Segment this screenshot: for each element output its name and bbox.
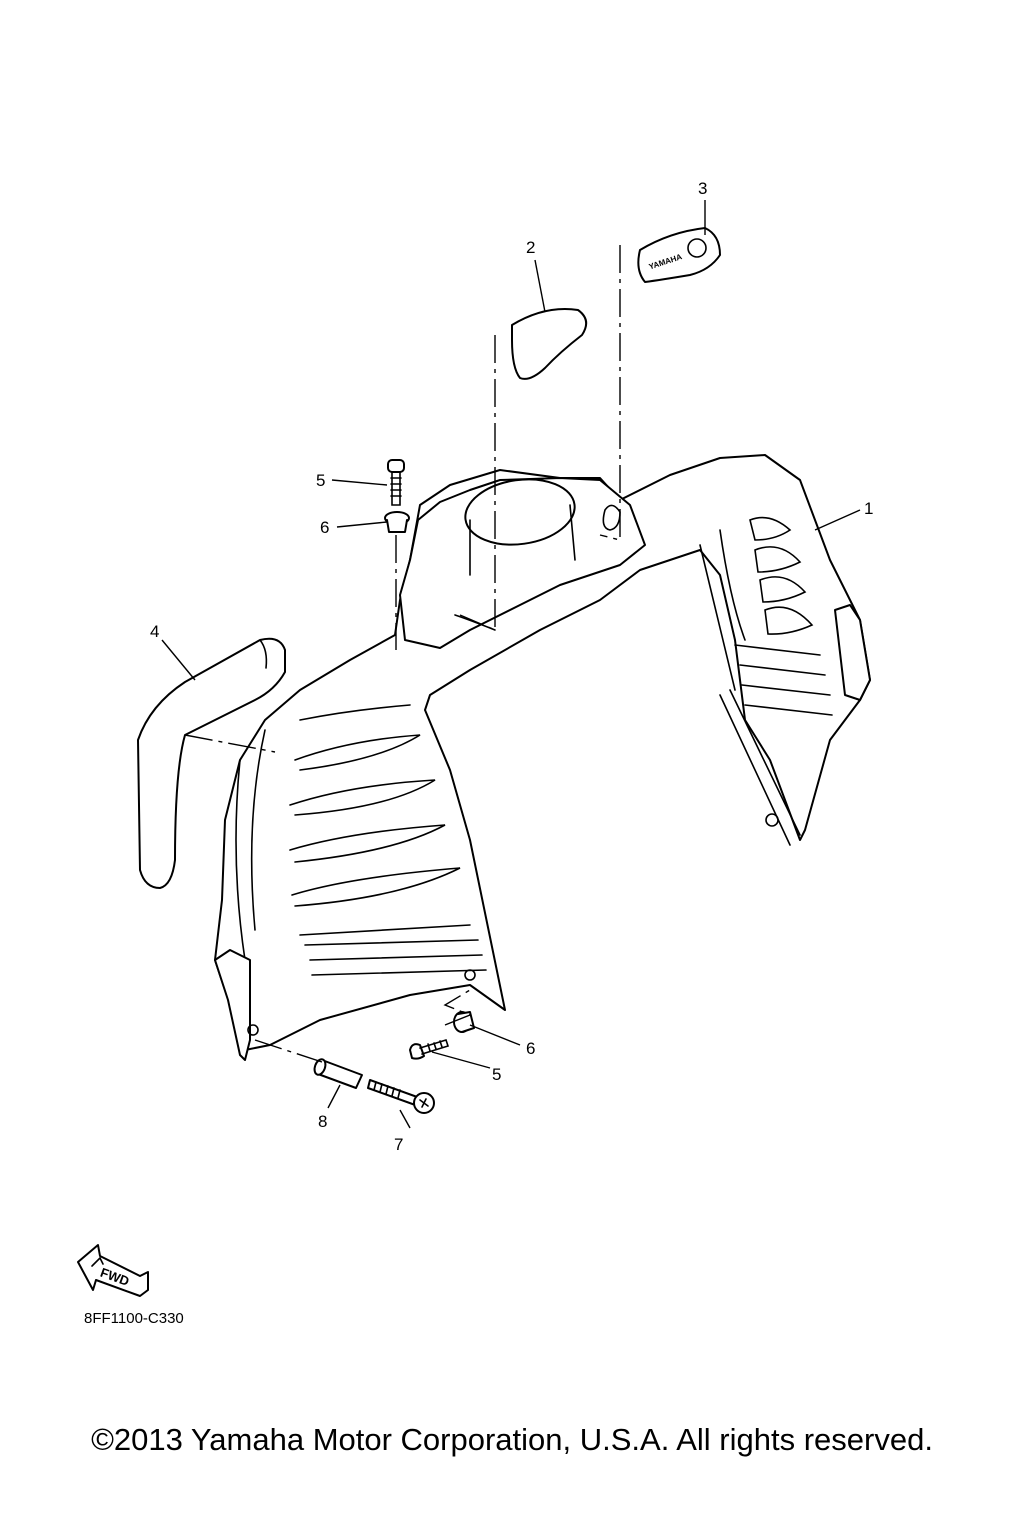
callout-4: 4 [150, 622, 159, 641]
callout-5-lower: 5 [492, 1065, 501, 1084]
assembly-lines [184, 245, 621, 1063]
diagram-code: 8FF1100-C330 [84, 1310, 184, 1327]
part-2-pad [511, 308, 588, 380]
part-1-hood-liner [214, 454, 871, 1061]
callout-1: 1 [864, 499, 873, 518]
leader-lines [161, 200, 861, 1129]
callout-7: 7 [394, 1135, 403, 1154]
callout-numbers: 1 2 3 4 5 6 6 5 8 7 [150, 179, 873, 1154]
callout-5-upper: 5 [316, 471, 325, 490]
callout-6-upper: 6 [320, 518, 329, 537]
callout-3: 3 [698, 179, 707, 198]
fwd-arrow-icon: FWD [77, 1244, 149, 1297]
part-3-emblem: YAMAHA [637, 227, 721, 283]
part-4-pad [137, 637, 286, 889]
part-5-screw-upper [387, 459, 405, 506]
copyright-notice: ©2013 Yamaha Motor Corporation, U.S.A. A… [91, 1422, 933, 1457]
part-6-grommet-upper [384, 511, 410, 533]
callout-6-lower: 6 [526, 1039, 535, 1058]
part-7-bolt [367, 1079, 435, 1114]
callout-2: 2 [526, 238, 535, 257]
part-5-screw-lower [409, 1039, 450, 1060]
part-8-collar [313, 1058, 363, 1089]
callout-8: 8 [318, 1112, 327, 1131]
